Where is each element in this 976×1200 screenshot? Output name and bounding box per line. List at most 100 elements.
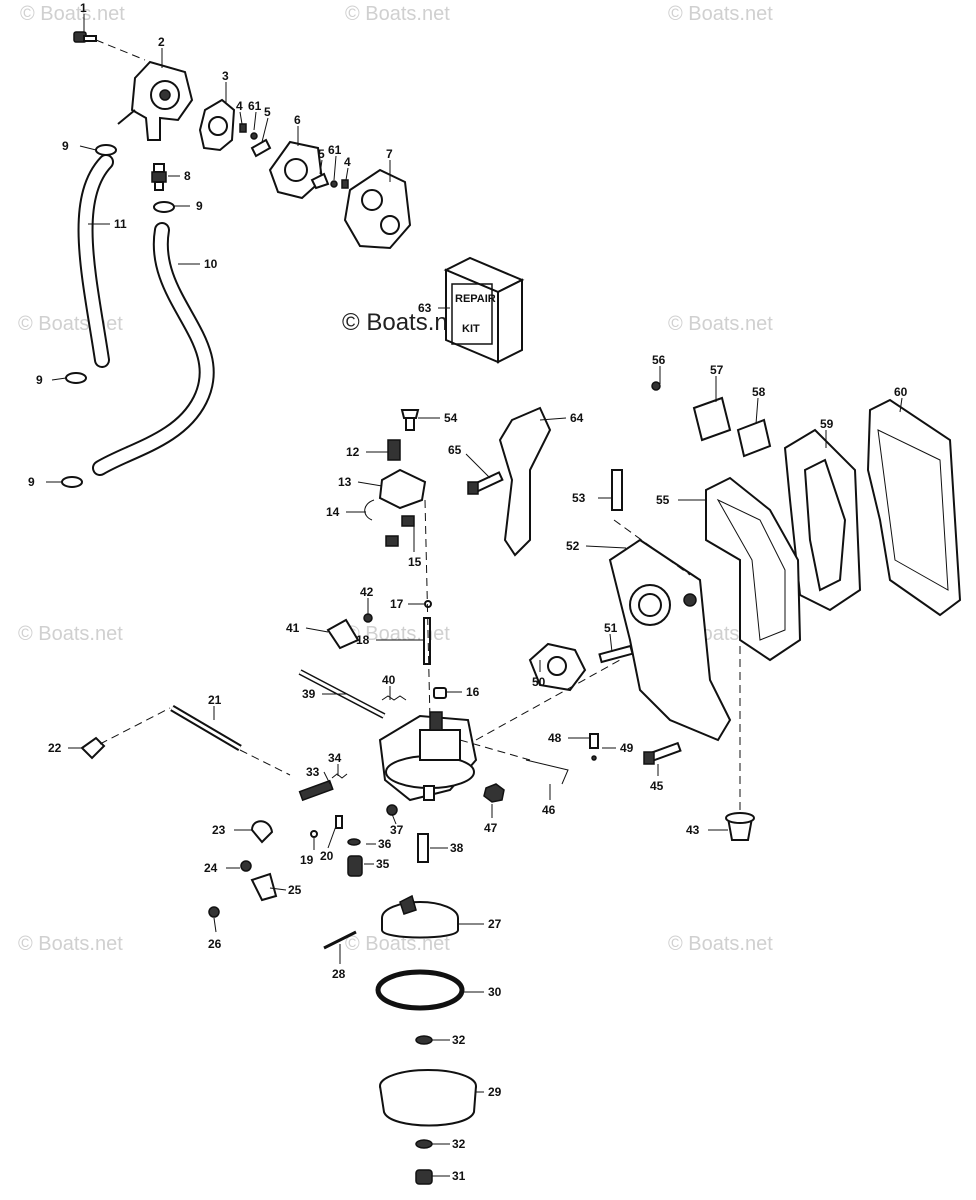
part-8-fitting <box>151 163 167 191</box>
part-label: 18 <box>356 633 370 647</box>
part-61-ball <box>250 132 258 140</box>
part-9-clamp <box>65 372 87 384</box>
watermark: © Boats.net <box>345 933 450 955</box>
part-label: 45 <box>650 779 664 793</box>
part-label: 63 <box>418 301 432 315</box>
part-label: 8 <box>184 169 191 183</box>
part-label: 58 <box>752 385 766 399</box>
watermark: © Boats.net <box>668 3 773 25</box>
part-1-screw <box>73 31 97 43</box>
part-label: 32 <box>452 1033 466 1047</box>
part-63-repair-kit: REPAIR KIT <box>443 256 525 364</box>
part-label: 55 <box>656 493 670 507</box>
part-label: 34 <box>328 751 342 765</box>
part-label: 30 <box>488 985 502 999</box>
watermark: © Boats.net <box>668 313 773 335</box>
part-label: 11 <box>114 217 127 231</box>
part-label: 9 <box>196 199 203 213</box>
part-label: 47 <box>484 821 498 835</box>
watermark: © Boats.net <box>18 933 123 955</box>
part-label: 60 <box>894 385 908 399</box>
part-label: 56 <box>652 353 666 367</box>
part-9-clamp <box>95 144 117 156</box>
part-label: 37 <box>390 823 404 837</box>
part-label: 31 <box>452 1169 466 1183</box>
part-label: 9 <box>36 373 43 387</box>
fuel-pump-group <box>61 31 412 488</box>
part-label: 54 <box>444 411 458 425</box>
part-label: 20 <box>320 849 334 863</box>
part-61-ball <box>330 180 338 188</box>
part-label: 16 <box>466 685 480 699</box>
part-label: 13 <box>338 475 352 489</box>
part-label: 61 <box>248 99 262 113</box>
part-label: 53 <box>572 491 586 505</box>
part-label: 43 <box>686 823 700 837</box>
part-label: 65 <box>448 443 462 457</box>
part-label: 17 <box>390 597 404 611</box>
part-label: 38 <box>450 841 464 855</box>
part-label: 41 <box>286 621 300 635</box>
part-2-pump-body <box>117 60 194 141</box>
carburetor-group <box>80 499 621 1185</box>
part-label: 50 <box>532 675 546 689</box>
part-label: 42 <box>360 585 374 599</box>
part-4-screw <box>341 179 349 189</box>
part-9-clamp <box>153 201 175 213</box>
part-label: 9 <box>62 139 69 153</box>
part-label: 52 <box>566 539 580 553</box>
part-4-screw <box>239 123 247 133</box>
part-label: 5 <box>318 147 325 161</box>
part-label: 61 <box>328 143 342 157</box>
part-label: 51 <box>604 621 618 635</box>
part-label: 24 <box>204 861 218 875</box>
part-label: 46 <box>542 803 556 817</box>
part-5-valve <box>310 172 330 190</box>
part-label: 40 <box>382 673 396 687</box>
linkage-group <box>364 406 552 557</box>
part-label: 19 <box>300 853 314 867</box>
part-label: 48 <box>548 731 562 745</box>
part-label: 64 <box>570 411 584 425</box>
repair-kit-label: REPAIR <box>455 293 496 305</box>
part-label: 27 <box>488 917 502 931</box>
part-label: 21 <box>208 693 222 707</box>
part-label: 33 <box>306 765 320 779</box>
intake-group <box>528 381 962 841</box>
part-label: 10 <box>204 257 218 271</box>
part-label: 9 <box>28 475 35 489</box>
watermark: © Boats.net <box>18 313 123 335</box>
watermark: © Boats.net <box>20 3 125 25</box>
part-label: 32 <box>452 1137 466 1151</box>
part-label: 49 <box>620 741 634 755</box>
part-label: 35 <box>376 857 390 871</box>
leader-lines <box>46 14 903 1177</box>
part-label: 7 <box>386 147 393 161</box>
part-label: 26 <box>208 937 222 951</box>
part-10-hose <box>92 222 215 476</box>
part-label: 29 <box>488 1085 502 1099</box>
part-label: 57 <box>710 363 724 377</box>
watermark: © Boats.net <box>345 3 450 25</box>
part-label: 5 <box>264 105 271 119</box>
part-label: 22 <box>48 741 62 755</box>
part-label: 28 <box>332 967 346 981</box>
part-label: 14 <box>326 505 340 519</box>
part-label: 23 <box>212 823 226 837</box>
part-label: 1 <box>80 1 87 15</box>
part-label: 39 <box>302 687 316 701</box>
part-5-valve <box>250 138 272 158</box>
part-label: 59 <box>820 417 834 431</box>
part-label: 3 <box>222 69 229 83</box>
repair-kit-label: KIT <box>462 323 480 335</box>
part-label: 36 <box>378 837 392 851</box>
part-3-gasket <box>198 98 236 152</box>
part-label: 25 <box>288 883 302 897</box>
part-label: 4 <box>236 99 243 113</box>
part-6-housing <box>268 140 324 200</box>
part-label: 2 <box>158 35 165 49</box>
part-label: 12 <box>346 445 360 459</box>
watermark: © Boats.net <box>18 623 123 645</box>
part-label: 6 <box>294 113 301 127</box>
part-label: 4 <box>344 155 351 169</box>
